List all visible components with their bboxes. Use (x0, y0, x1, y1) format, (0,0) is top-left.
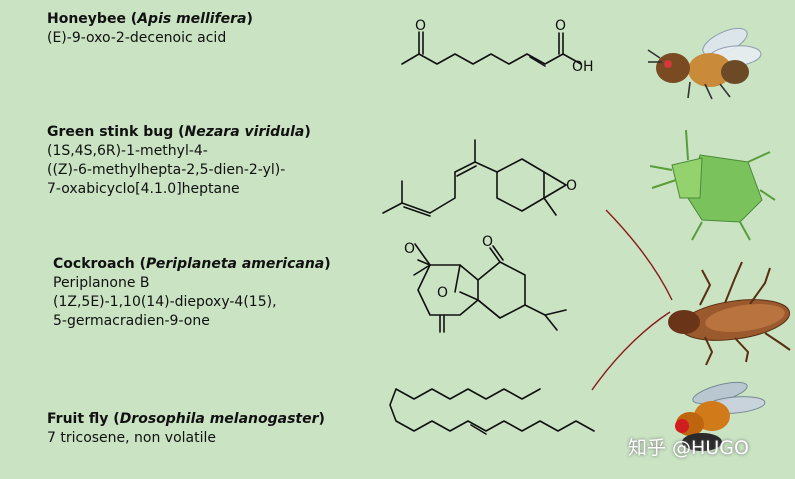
atom-label: O (404, 241, 415, 257)
atom-label: O (566, 178, 577, 194)
fruit-fly-picture (675, 381, 766, 451)
species-name: Cockroach (Periplaneta americana) (53, 256, 331, 272)
molecule-honeybee (401, 31, 582, 67)
molecule-fruit-fly (389, 388, 595, 435)
atom-label: O (437, 285, 448, 301)
entry-stink-bug: Green stink bug (Nezara viridula) (1S,4S… (47, 123, 311, 199)
molecule-cockroach (413, 243, 567, 333)
compound-line: ((Z)-6-methylhepta-2,5-dien-2-yl)- (47, 162, 286, 178)
compound-line: 7-oxabicyclo[4.1.0]heptane (47, 181, 240, 197)
honeybee-picture (647, 27, 762, 100)
molecule-stink-bug (382, 139, 567, 217)
entry-fruit-fly: Fruit fly (Drosophila melanogaster) 7 tr… (47, 410, 325, 448)
stink-bug-picture (649, 129, 776, 241)
compound-line: 5-germacradien-9-one (53, 313, 210, 329)
compound-line: (1S,4S,6R)-1-methyl-4- (47, 143, 208, 159)
compound-line: Periplanone B (53, 275, 150, 291)
atom-label: OH (572, 59, 594, 75)
cockroach-picture (591, 209, 791, 391)
compound-line: (1Z,5E)-1,10(14)-diepoxy-4(15), (53, 294, 277, 310)
species-name: Honeybee (Apis mellifera) (47, 11, 253, 27)
atom-label: O (555, 18, 566, 34)
atom-label: O (482, 234, 493, 250)
entry-cockroach: Cockroach (Periplaneta americana) Peripl… (53, 255, 331, 331)
entry-honeybee: Honeybee (Apis mellifera) (E)-9-oxo-2-de… (47, 10, 253, 48)
atom-label: O (415, 18, 426, 34)
species-name: Fruit fly (Drosophila melanogaster) (47, 411, 325, 427)
species-name: Green stink bug (Nezara viridula) (47, 124, 311, 140)
watermark: 知乎 @HUGO (628, 437, 749, 459)
compound-line: (E)-9-oxo-2-decenoic acid (47, 30, 227, 46)
compound-line: 7 tricosene, non volatile (47, 430, 217, 446)
